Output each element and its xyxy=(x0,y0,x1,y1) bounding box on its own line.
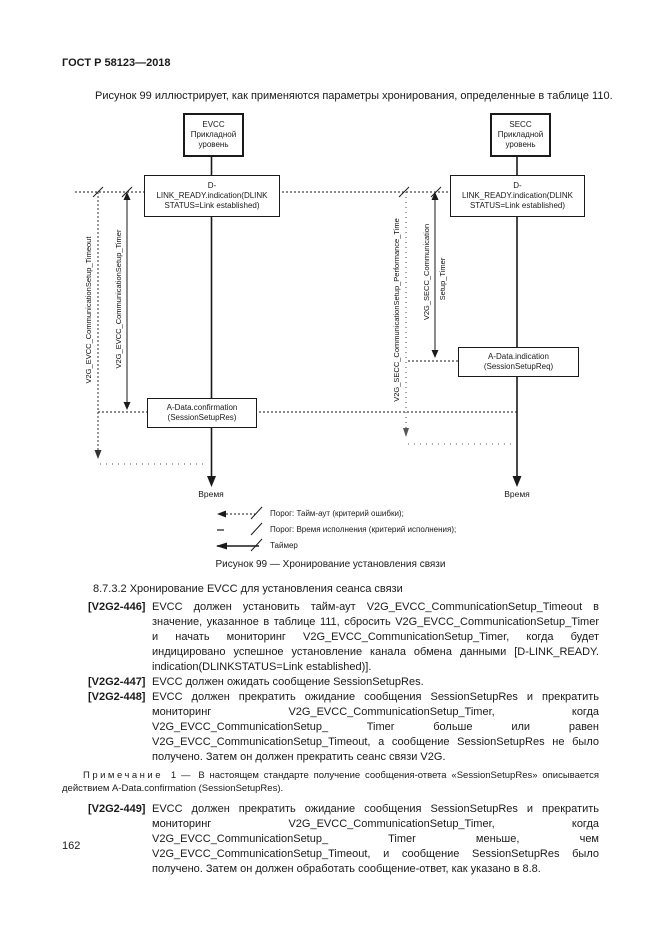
indication-line1: A-Data.indication xyxy=(488,352,549,361)
arrow-down-icon xyxy=(94,450,102,459)
note-1: Примечание 1 — В настоящем стандарте пол… xyxy=(62,770,599,795)
legend-item-timer: Таймер xyxy=(270,541,298,550)
section-heading: 8.7.3.2 Хронирование EVCC для установлен… xyxy=(93,583,403,595)
evcc-timeout-label: V2G_EVCC_CommunicationSetup_Timeout xyxy=(84,236,93,384)
time-label-right: Время xyxy=(504,489,530,499)
adata-indication-box: A-Data.indication (SessionSetupReq) xyxy=(458,347,579,377)
time-label-left: Время xyxy=(198,489,224,499)
requirement-v2g2-449: [V2G2-449] EVCC должен прекратить ожидан… xyxy=(62,802,599,877)
indication-line2: (SessionSetupReq) xyxy=(483,362,554,371)
secc-performance-label: V2G_SECC_CommunicationSetup_Performance_… xyxy=(392,218,401,402)
arrow-down-icon xyxy=(123,402,131,410)
confirmation-line2: (SessionSetupRes) xyxy=(167,413,237,422)
requirement-v2g2-446: [V2G2-446] EVCC должен установить тайм-а… xyxy=(62,600,599,675)
confirmation-line1: A-Data.confirmation xyxy=(166,403,238,412)
intro-paragraph: Рисунок 99 иллюстрирует, как применяются… xyxy=(95,90,613,102)
dlink-ready-box-right: D- LINK_READY.indication(DLINK STATUS=Li… xyxy=(450,175,585,217)
secc-actor-name: SECC xyxy=(509,120,532,129)
dlink-left-line2: LINK_READY.indication(DLINK xyxy=(156,191,268,200)
evcc-actor-box: EVCC Прикладной уровень xyxy=(183,113,244,157)
arrow-down-icon xyxy=(512,476,522,487)
requirement-id: [V2G2-449] xyxy=(88,803,146,815)
note-number: 1 — xyxy=(170,770,191,781)
slash-tick-icon xyxy=(398,186,410,198)
section-text: 8.7.3.2 Хронирование EVCC для установлен… xyxy=(62,582,599,877)
arrow-up-icon xyxy=(123,192,131,200)
evcc-actor-layer2: уровень xyxy=(198,140,229,149)
requirement-text: EVCC должен прекратить ожидание сообщени… xyxy=(152,803,599,875)
requirement-text: EVCC должен установить тайм-аут V2G_EVCC… xyxy=(152,601,599,673)
requirement-v2g2-448: [V2G2-448] EVCC должен прекратить ожидан… xyxy=(62,690,599,765)
evcc-actor-name: EVCC xyxy=(202,120,225,129)
legend-sparse-line-slash-icon xyxy=(217,522,263,536)
requirement-text: EVCC должен ожидать сообщение SessionSet… xyxy=(152,676,424,688)
secc-timer-label-line2: Setup_Timer xyxy=(438,257,447,300)
requirement-v2g2-447: [V2G2-447] EVCC должен ожидать сообщение… xyxy=(62,675,599,690)
document-header: ГОСТ Р 58123—2018 xyxy=(62,57,171,69)
evcc-timer-label: V2G_EVCC_CommunicationSetup_Timer xyxy=(114,229,123,368)
legend-item-performance: Порог: Время исполнения (критерий исполн… xyxy=(270,525,457,534)
secc-actor-layer2: уровень xyxy=(505,140,536,149)
evcc-timer-arrow xyxy=(123,192,131,410)
slash-tick-icon xyxy=(430,186,442,198)
arrow-down-icon xyxy=(403,428,409,437)
secc-timer-arrow xyxy=(431,192,439,358)
secc-timer-label-line1: V2G_SECC_Communication xyxy=(422,224,431,320)
adata-confirmation-box: A-Data.confirmation (SessionSetupRes) xyxy=(147,398,257,428)
figure-caption: Рисунок 99 — Хронирование установления с… xyxy=(215,559,446,570)
evcc-timeout-line xyxy=(94,192,205,465)
secc-performance-line xyxy=(403,192,516,445)
page-number: 162 xyxy=(62,840,81,852)
secc-actor-layer: Прикладной xyxy=(497,130,544,139)
dlink-right-line3: STATUS=Link established) xyxy=(469,201,566,210)
legend-dotted-arrow-slash-icon xyxy=(217,506,263,520)
dlink-ready-box-left: D- LINK_READY.indication(DLINK STATUS=Li… xyxy=(144,175,280,217)
sequence-diagram: V2G_EVCC_CommunicationSetup_Timeout V2G_… xyxy=(75,153,522,552)
requirement-text: EVCC должен прекратить ожидание сообщени… xyxy=(152,691,599,763)
dlink-left-line3: STATUS=Link established) xyxy=(164,201,260,210)
requirement-id: [V2G2-446] xyxy=(88,601,146,613)
note-text: В настоящем стандарте получение сообщени… xyxy=(62,770,599,794)
dlink-right-line1: D- xyxy=(513,181,522,190)
arrow-up-icon xyxy=(431,192,439,200)
dlink-left-line1: D- xyxy=(207,181,217,190)
requirement-id: [V2G2-448] xyxy=(88,691,146,703)
dlink-right-line2: LINK_READY.indication(DLINK xyxy=(461,191,573,200)
secc-actor-box: SECC Прикладной уровень xyxy=(490,113,551,157)
arrow-down-icon xyxy=(207,476,216,487)
requirement-id: [V2G2-447] xyxy=(88,676,146,688)
legend-solid-arrow-slash-icon xyxy=(216,538,263,552)
arrow-down-icon xyxy=(431,350,439,358)
evcc-actor-layer: Прикладной xyxy=(190,130,237,139)
note-label: Примечание xyxy=(83,770,163,781)
legend-item-timeout: Порог: Тайм-аут (критерий ошибки); xyxy=(270,509,404,518)
